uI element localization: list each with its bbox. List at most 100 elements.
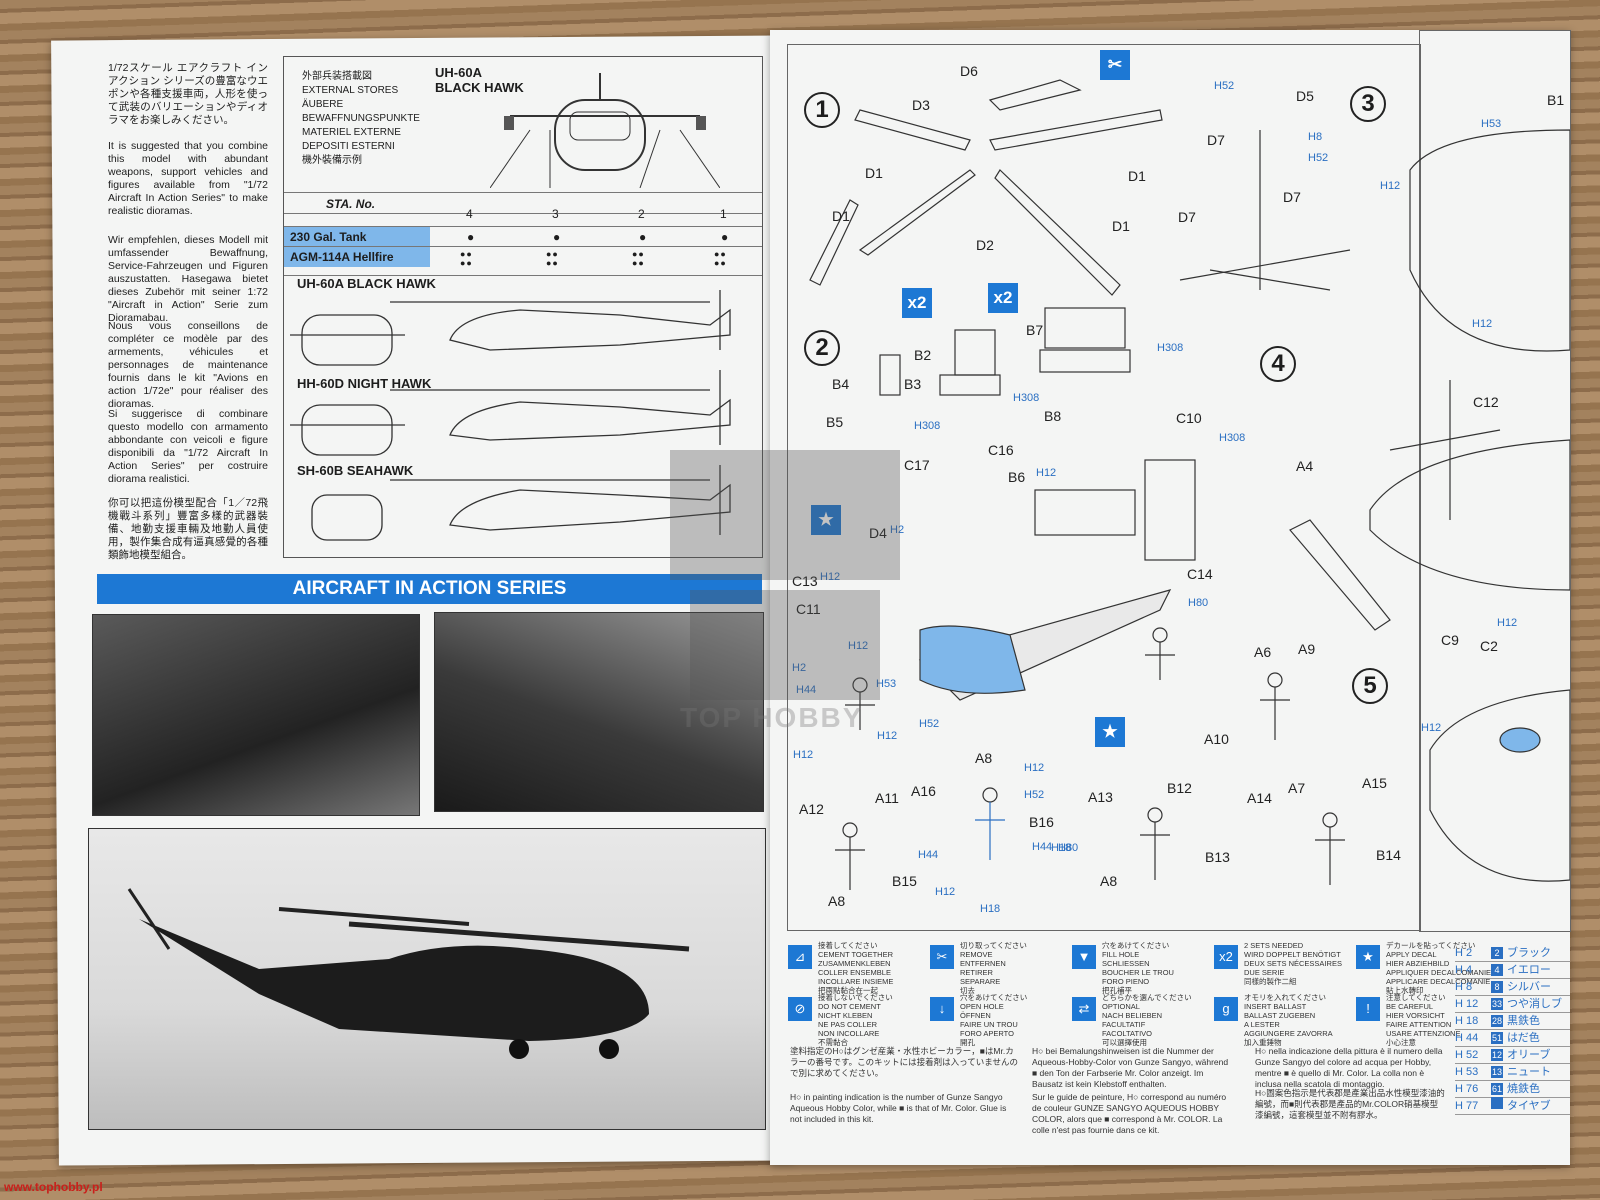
intro-french: Nous vous conseillons de compléter ce mo…	[108, 320, 268, 410]
paint-code: H12	[877, 730, 898, 742]
helicopter-silhouette	[127, 888, 690, 1059]
legend-text: 接着しないでください DO NOT CEMENT NICHT KLEBEN NE…	[818, 993, 893, 1047]
note-italian: H○ nella indicazione della pittura è il …	[1255, 1046, 1443, 1089]
paint-code-cell: H 53	[1455, 1066, 1479, 1078]
mr-color-number: 13	[1491, 1066, 1503, 1078]
paint-code: H2	[890, 524, 904, 536]
decal-star-icon: ★	[1095, 717, 1125, 747]
stores-title-line: 機外裝備示例	[302, 155, 362, 166]
paint-code: H12	[1497, 617, 1518, 629]
part-label: C10	[1176, 410, 1202, 426]
store-row-tank: 230 Gal. Tank ● ● ● ●	[284, 226, 762, 247]
store-mark: ●● ●●	[714, 249, 727, 268]
mr-color-number: 4	[1491, 964, 1503, 976]
paint-code: H53	[1481, 118, 1502, 130]
part-label: B14	[1376, 847, 1401, 863]
part-label: D6	[960, 63, 978, 79]
part-label: B13	[1205, 849, 1230, 865]
part-label: A9	[1298, 641, 1316, 657]
assembly-frame-partial	[1419, 30, 1571, 932]
part-label: D5	[1296, 88, 1314, 104]
stores-title-line: BEWAFFNUNGSPUNKTE	[302, 113, 420, 124]
intro-italian: Si suggerisce di combinare questo modell…	[108, 408, 268, 485]
part-label: A6	[1254, 644, 1272, 660]
paint-code: H80	[1058, 842, 1079, 854]
ballast-icon: g	[1214, 997, 1238, 1021]
decal-icon: ★	[1356, 945, 1380, 969]
mr-color-number	[1491, 1097, 1503, 1109]
legend-text: 穴をあけてください FILL HOLE SCHLIESSEN BOUCHER L…	[1102, 941, 1174, 995]
note-french: Sur le guide de peinture, H○ correspond …	[1032, 1092, 1227, 1135]
part-label: A7	[1288, 780, 1306, 796]
legend-text: 2 SETS NEEDED WIRD DOPPELT BENÖTIGT DEUX…	[1244, 941, 1342, 986]
part-label: D2	[976, 237, 994, 253]
paint-code: H12	[1421, 722, 1442, 734]
paint-code-cell: H 76	[1455, 1083, 1479, 1095]
mr-color-number: 33	[1491, 998, 1503, 1010]
part-label: D1	[1112, 218, 1130, 234]
legend-text: 注意してください BE CAREFUL HIER VORSICHT FAIRE …	[1386, 993, 1461, 1047]
decal-star-icon: ★	[811, 505, 841, 535]
intro-english: It is suggested that you combine this mo…	[108, 140, 268, 217]
part-label: C16	[988, 442, 1014, 458]
assembly-drawings	[809, 79, 1570, 890]
paint-code-cell: H 52	[1455, 1049, 1479, 1061]
intro-chinese: 你可以把這份模型配合「1／72飛機戰斗系列」豐富多樣的武器裝備、地勤支援車輛及地…	[108, 497, 268, 561]
mr-color-number: 8	[1491, 981, 1503, 993]
aircraft-subtitle: BLACK HAWK	[435, 80, 524, 95]
diorama-photo-cockpit	[434, 612, 764, 812]
paint-code: H44	[1032, 841, 1053, 853]
series-banner: AIRCRAFT IN ACTION SERIES	[97, 574, 762, 604]
variant-drawings	[290, 290, 731, 541]
paint-color-name: イエロー	[1507, 964, 1551, 976]
store-name: AGM-114A Hellfire	[284, 247, 430, 267]
mr-color-number: 61	[1491, 1083, 1503, 1095]
part-label: B2	[914, 347, 932, 363]
paint-code: H12	[935, 886, 956, 898]
store-mark: ●	[721, 230, 730, 244]
store-row-hellfire: AGM-114A Hellfire ●● ●● ●● ●● ●● ●● ●● ●…	[284, 246, 762, 276]
optional-icon: ⇄	[1072, 997, 1096, 1021]
glue-icon: ⊿	[788, 945, 812, 969]
paint-code: H44	[796, 684, 816, 696]
mr-color-number: 2	[1491, 947, 1503, 959]
paint-code-cell: H 8	[1455, 981, 1473, 993]
site-url[interactable]: www.tophobby.pl	[4, 1180, 103, 1194]
legend-text: どちらかを選んでください OPTIONAL NACH BELIEBEN FACU…	[1102, 993, 1192, 1047]
paint-code-cell: H 4	[1455, 964, 1473, 976]
part-label: D1	[832, 208, 850, 224]
front-view-drawing	[490, 73, 720, 188]
part-label: D4	[869, 525, 887, 541]
stores-title-line: 外部兵装搭載図	[302, 71, 372, 82]
paint-code: H12	[848, 640, 868, 652]
part-label: B1	[1547, 92, 1565, 108]
assembly-frame	[787, 44, 1421, 931]
part-label: B8	[1044, 408, 1062, 424]
multiplier-badge: x2	[902, 288, 932, 318]
paint-code: H308	[1013, 392, 1040, 404]
legend-text: オモリを入れてください INSERT BALLAST BALLAST ZUGEB…	[1244, 993, 1333, 1047]
paint-color-name: ニュート	[1507, 1066, 1551, 1078]
paint-code: H52	[1308, 152, 1329, 164]
intro-german: Wir empfehlen, dieses Modell mit umfasse…	[108, 234, 268, 324]
part-label: A16	[911, 783, 936, 799]
part-label: A4	[1296, 458, 1314, 474]
station-header: STA. No.	[326, 197, 376, 211]
watermark-text: TOP HOBBY	[680, 702, 864, 733]
paint-code: H52	[919, 718, 940, 730]
part-label: B6	[1008, 469, 1026, 485]
store-name: 230 Gal. Tank	[284, 227, 430, 247]
step-4-number: 4	[1260, 346, 1296, 382]
watermark: TOP HOBBY	[660, 440, 910, 740]
part-label: B12	[1167, 780, 1192, 796]
station-3: 3	[552, 207, 559, 221]
paint-code: H44	[918, 849, 939, 861]
step-5-number: 5	[1352, 668, 1388, 704]
legend-text: デカールを貼ってください APPLY DECAL HIER ABZIEHBILD…	[1386, 941, 1492, 995]
paint-color-name: ブラック	[1507, 947, 1551, 959]
part-label: A14	[1247, 790, 1272, 806]
paint-code: H18	[1051, 842, 1072, 854]
